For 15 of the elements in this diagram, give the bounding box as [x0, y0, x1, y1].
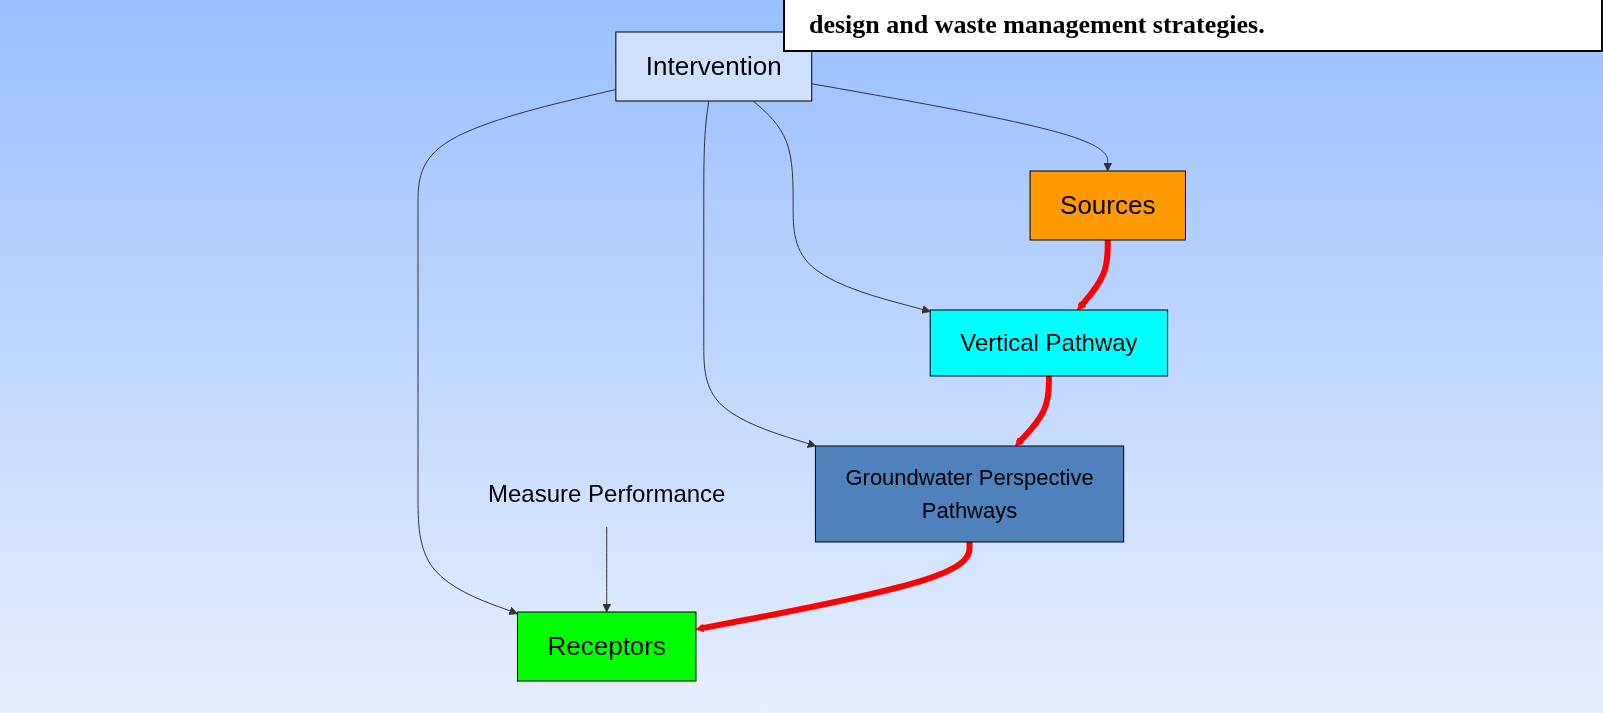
node-box: Vertical Pathway: [929, 309, 1168, 377]
arrow: [1014, 376, 1052, 447]
arrow: [703, 100, 816, 448]
arrow: [752, 100, 931, 314]
node-box: Sources: [1029, 170, 1186, 241]
note-text: design and waste management strategies.: [809, 10, 1266, 40]
node-text: Measure Performance: [487, 480, 726, 507]
node-box: Groundwater Perspective Pathways: [814, 445, 1124, 543]
note-box: [783, 0, 1603, 52]
arrow: [602, 526, 611, 613]
arrow: [811, 83, 1112, 172]
node-box: Intervention: [615, 31, 812, 102]
arrow: [1076, 240, 1111, 311]
arrow: [417, 89, 617, 615]
node-box: Receptors: [516, 611, 697, 682]
